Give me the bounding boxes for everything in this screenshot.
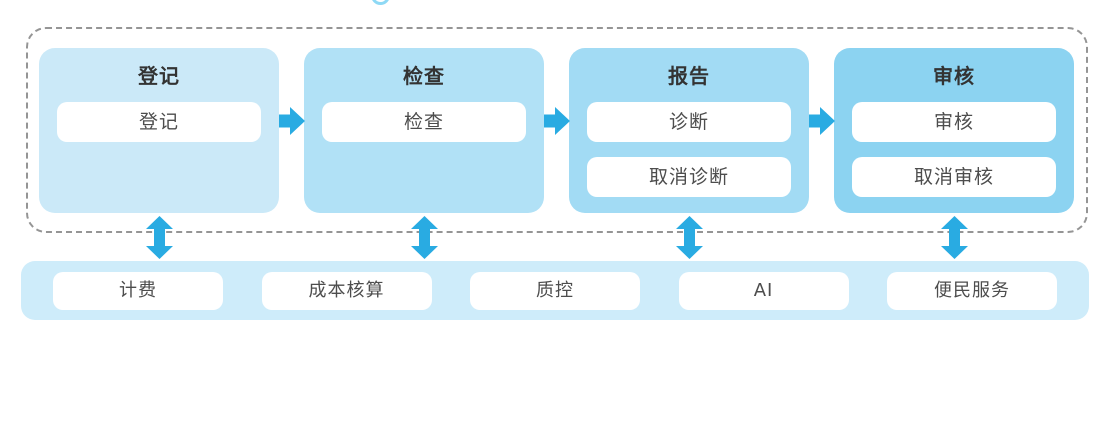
flow-arrow-right-icon (279, 107, 305, 135)
service-button-public-services[interactable]: 便民服务 (887, 271, 1057, 310)
action-button-exam[interactable]: 检查 (322, 102, 526, 142)
stage-card-registration: 登记 登记 (39, 48, 279, 213)
flow-arrow-right-icon (544, 107, 570, 135)
action-button-cancel-diagnose[interactable]: 取消诊断 (587, 157, 791, 197)
clipped-circle-icon (371, 0, 390, 5)
double-arrow-vertical-icon (941, 216, 968, 259)
stage-card-exam: 检查 检查 (304, 48, 544, 213)
stage-title-registration: 登记 (138, 64, 180, 88)
action-button-cancel-review[interactable]: 取消审核 (852, 157, 1056, 197)
service-button-ai[interactable]: AI (678, 271, 849, 310)
stage-title-exam: 检查 (403, 64, 445, 88)
stage-card-report: 报告 诊断 取消诊断 (569, 48, 809, 213)
double-arrow-vertical-icon (411, 216, 438, 259)
stage-title-review: 审核 (933, 64, 975, 88)
service-button-quality-control[interactable]: 质控 (470, 271, 640, 310)
action-button-diagnose[interactable]: 诊断 (587, 102, 791, 142)
flow-arrow-right-icon (809, 107, 835, 135)
double-arrow-vertical-icon (146, 216, 173, 259)
service-button-billing[interactable]: 计费 (53, 271, 223, 310)
services-bar: 计费 成本核算 质控 AI 便民服务 (21, 261, 1089, 320)
action-button-register[interactable]: 登记 (57, 102, 261, 142)
stage-title-report: 报告 (668, 64, 710, 88)
double-arrow-vertical-icon (676, 216, 703, 259)
pipeline-dashed-container (26, 27, 1088, 233)
service-button-cost-accounting[interactable]: 成本核算 (261, 271, 432, 310)
action-button-review[interactable]: 审核 (852, 102, 1056, 142)
stage-card-review: 审核 审核 取消审核 (834, 48, 1074, 213)
